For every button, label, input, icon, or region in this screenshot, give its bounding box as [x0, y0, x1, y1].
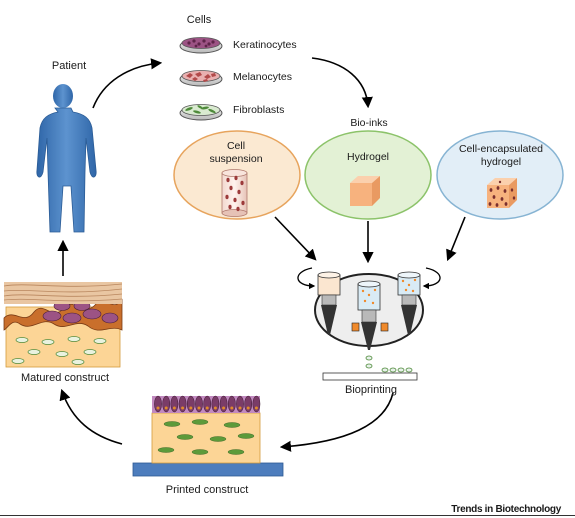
cell-culture-dish-icon [179, 104, 223, 121]
keratinocytes-label: Keratinocytes [233, 39, 297, 51]
cell-encapsulated-label-line2: hydrogel [480, 156, 522, 168]
keratinocyte-nucleus [189, 406, 193, 410]
keratinocyte-cell [252, 395, 261, 413]
cell-suspension-label-line1: Cell [226, 140, 246, 152]
cell-encapsulated-hydrogel-bubble [436, 130, 564, 220]
cell-suspension-label-line2: suspension [209, 153, 263, 165]
cell-encapsulated-label-line1: Cell-encapsulated [458, 143, 544, 155]
keratinocyte-nucleus [246, 406, 250, 410]
bioinks-label: Bio-inks [350, 117, 388, 129]
keratinocyte-cell [178, 395, 187, 413]
human-figure-icon [36, 84, 97, 233]
keratinocyte-nucleus [172, 406, 176, 410]
keratinocyte-cell [236, 395, 244, 413]
keratinocyte-cell [162, 395, 171, 413]
footer-rule [0, 515, 575, 516]
hydrogel-bubble [304, 130, 432, 220]
encapsulated-hydrogel-cube [487, 178, 517, 208]
keratinocyte-nucleus [181, 406, 185, 410]
hydrogel-cube [350, 176, 380, 206]
keratinocyte-cell [195, 395, 203, 413]
keratinocyte-nucleus [230, 406, 234, 410]
keratinocyte-nucleus [164, 406, 168, 410]
keratinocyte-cell [227, 395, 236, 413]
cell-suspension-tube [221, 169, 248, 217]
keratinocyte-nucleus [205, 406, 209, 410]
cells-label: Cells [186, 14, 212, 26]
keratinocyte-cell [186, 395, 195, 413]
fibroblasts-label: Fibroblasts [233, 104, 285, 116]
keratinocyte-nucleus [156, 406, 160, 410]
cell-culture-dish-icon [179, 70, 223, 87]
bioprinter-icon [314, 271, 424, 381]
keratinocyte-cell [244, 395, 253, 413]
rotation-arrow-icon [422, 267, 441, 290]
keratinocyte-nucleus [254, 406, 258, 410]
printed-construct-label: Printed construct [165, 484, 249, 496]
patient-label: Patient [51, 60, 87, 72]
journal-brand: Trends in Biotechnology [451, 504, 561, 515]
keratinocyte-cell [170, 395, 179, 413]
keratinocyte-cell [211, 395, 220, 413]
matured-construct-graphic [3, 282, 123, 368]
keratinocyte-nucleus [197, 406, 201, 410]
matured-construct-label: Matured construct [20, 372, 110, 384]
keratinocyte-nucleus [238, 406, 242, 410]
melanocytes-label: Melanocytes [233, 71, 292, 83]
keratinocyte-cell [219, 395, 228, 413]
keratinocyte-cell [203, 395, 212, 413]
keratinocyte-nucleus [222, 406, 226, 410]
keratinocyte-nucleus [213, 406, 217, 410]
flow-arrows [57, 57, 466, 452]
bioprinting-label: Bioprinting [345, 384, 397, 396]
cell-culture-dish-icon [179, 37, 223, 54]
rotation-arrow-icon [297, 267, 316, 290]
keratinocyte-cell [154, 395, 162, 413]
hydrogel-label: Hydrogel [346, 151, 390, 163]
printed-construct-graphic [132, 395, 284, 477]
